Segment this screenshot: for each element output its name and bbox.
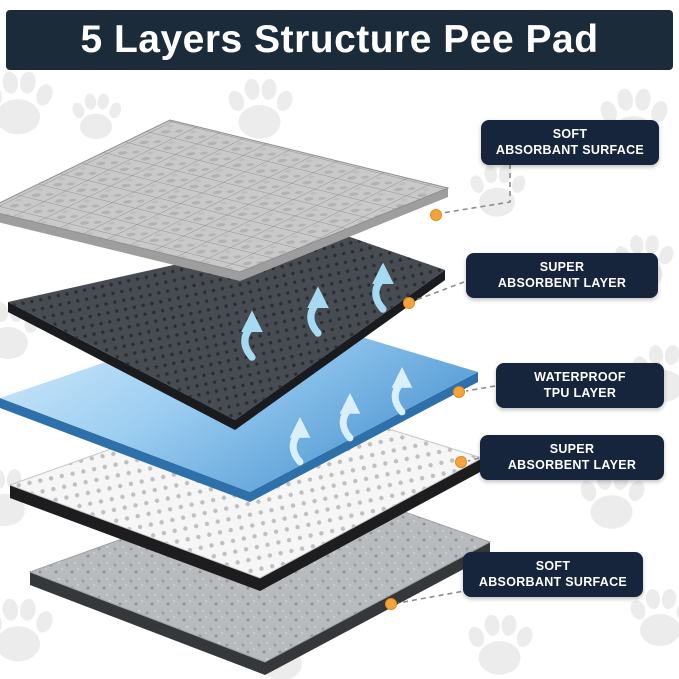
callout-label: SOFT	[535, 559, 571, 573]
callout-label: ABSORBENT LAYER	[507, 458, 637, 473]
callout-label: WATERPROOF	[534, 370, 626, 384]
layer-soft-absorbant-surface-top	[0, 119, 450, 281]
connector-line	[465, 385, 496, 392]
paw-print-icon	[468, 164, 528, 217]
connector-line	[397, 589, 471, 604]
connector-dot	[385, 598, 397, 610]
callout-super-absorbent-layer-lower: SUPER ABSORBENT LAYER	[480, 435, 664, 480]
callout-label: ABSORBANT SURFACE	[495, 143, 645, 158]
callout-label: TPU LAYER	[543, 386, 617, 401]
callout-waterproof-tpu-layer: WATERPROOF TPU LAYER	[496, 363, 664, 408]
callout-soft-absorbant-surface-top: SOFT ABSORBANT SURFACE	[481, 120, 659, 165]
connector-dot	[453, 386, 465, 398]
paw-print-icon	[465, 613, 536, 675]
page-title: 5 Layers Structure Pee Pad	[80, 18, 599, 61]
connector-dot	[430, 209, 442, 221]
paw-print-icon	[628, 588, 679, 646]
layer-edge	[30, 542, 490, 675]
paw-print-icon	[70, 92, 124, 140]
layer-edge	[8, 270, 445, 430]
connector-dot	[403, 297, 415, 309]
layer-super-absorbent-upper	[8, 230, 445, 430]
connector-line	[441, 164, 511, 214]
layer-face	[8, 230, 445, 420]
connector-dot	[455, 456, 467, 468]
callout-super-absorbent-layer-upper: SUPER ABSORBENT LAYER	[466, 253, 658, 298]
paw-print-icon	[0, 597, 56, 662]
callout-dots	[385, 209, 467, 610]
paw-print-icon	[0, 70, 56, 135]
callout-connectors	[397, 164, 511, 604]
connector-line	[467, 457, 480, 462]
callout-label: ABSORBENT LAYER	[497, 276, 627, 291]
callout-soft-absorbant-surface-bottom: SOFT ABSORBANT SURFACE	[463, 552, 643, 597]
title-banner: 5 Layers Structure Pee Pad	[6, 10, 673, 70]
layer-edge	[0, 372, 478, 502]
callout-label: SUPER	[549, 442, 595, 456]
paw-print-icon	[225, 77, 296, 139]
layer-face	[0, 119, 450, 273]
layer-edge	[10, 458, 482, 591]
callout-label: SOFT	[552, 127, 588, 141]
callout-label: ABSORBANT SURFACE	[478, 575, 628, 590]
callout-label: SUPER	[539, 260, 585, 274]
